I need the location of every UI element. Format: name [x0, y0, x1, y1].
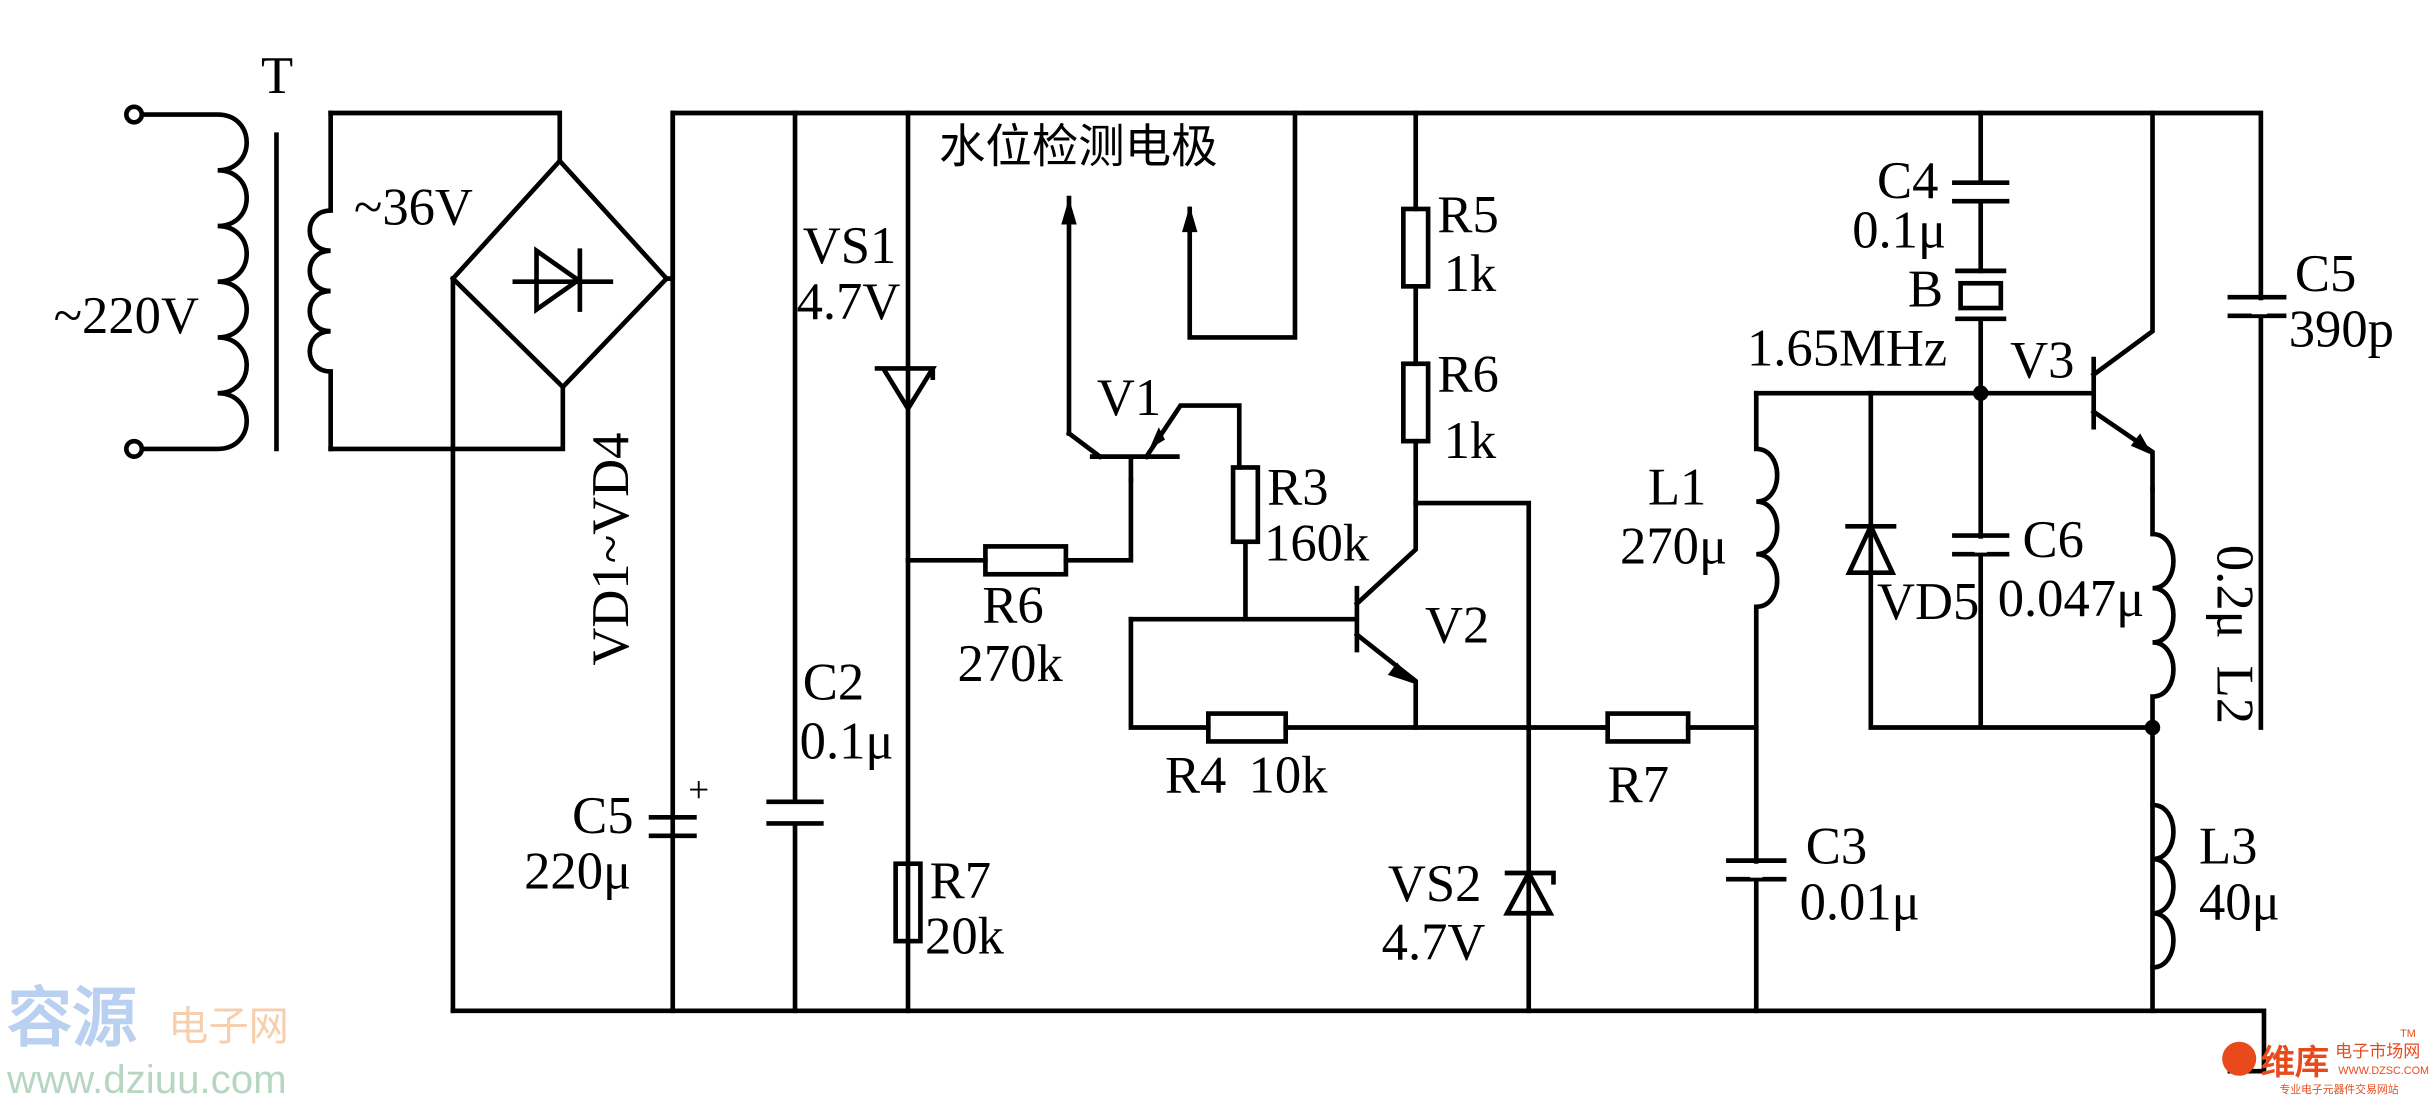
l2-value: 0.2μ — [2206, 545, 2264, 639]
diode-symbol-icon — [512, 246, 614, 315]
c6-value: 0.047μ — [1998, 570, 2145, 628]
r7-right-name: R7 — [1608, 756, 1669, 814]
water-level-electrode: 水位检测电极 — [939, 110, 1298, 436]
primary-coil — [139, 112, 249, 452]
polarity-plus: + — [688, 770, 709, 811]
watermark-right-tagline: 专业电子元器件交易网站 — [2279, 1082, 2398, 1096]
c4-value: 0.1μ — [1852, 202, 1946, 260]
c5-small-value: 390p — [2289, 301, 2394, 359]
crystal-b: B 1.65MHz — [1747, 260, 2007, 396]
l3-value: 40μ — [2199, 873, 2280, 931]
bridge-diamond — [449, 157, 670, 391]
v3-name: V3 — [2010, 332, 2074, 390]
capacitor-c6: C6 0.047μ — [1952, 511, 2145, 628]
transformer: T ~220V ~36V — [54, 47, 473, 459]
electrode-label: 水位检测电极 — [939, 120, 1218, 174]
watermark-left-brand: 容源 — [7, 981, 137, 1056]
r4-name: R4 — [1165, 747, 1226, 805]
watermark-right-suffix: 电子市场网 — [2335, 1042, 2420, 1062]
resistor-r3: R3 160k — [1230, 459, 1370, 622]
c2-name: C2 — [803, 654, 864, 712]
inductor-l2: 0.2μ L2 — [2144, 486, 2264, 1014]
l2-name: L2 — [2206, 666, 2264, 724]
bridge-rectifier: VD1~VD4 — [328, 110, 670, 1014]
watermark-right-url: WWW.DZSC.COM — [2338, 1065, 2429, 1077]
r5-value: 1k — [1444, 245, 1497, 303]
l1-value: 270μ — [1620, 517, 1727, 575]
c5-big-value: 220μ — [524, 842, 631, 900]
capacitor-c3: C3 0.01μ — [1726, 818, 1920, 931]
watermark-left: 容源 电子网 www.dziuu.com — [6, 981, 289, 1099]
vs1-name: VS1 — [803, 217, 897, 275]
resistor-r6-left: R6 270k — [905, 477, 1134, 693]
vs1-value: 4.7V — [797, 273, 901, 331]
l3-name: L3 — [2199, 818, 2257, 876]
ground-rail — [450, 1008, 2267, 1074]
c3-name: C3 — [1806, 818, 1867, 876]
r4-value: 10k — [1249, 747, 1329, 805]
transistor-v3: V3 — [2010, 110, 2155, 492]
inductor-l1: L1 270μ — [1620, 390, 1780, 1014]
resistor-r7-left: R7 20k — [893, 852, 1005, 965]
r3-value: 160k — [1264, 514, 1370, 572]
r6-right-name: R6 — [1437, 346, 1498, 404]
dzsc-logo-icon — [2222, 1041, 2257, 1076]
watermark-right-brand: 维库 — [2261, 1043, 2329, 1083]
capacitor-c4: C4 0.1μ — [1852, 110, 2010, 274]
transistor-v2: V2 — [1128, 500, 1606, 730]
r7-left-value: 20k — [925, 907, 1005, 965]
capacitor-c2: C2 0.1μ — [766, 110, 894, 1014]
r6-right-value: 1k — [1444, 412, 1497, 470]
vs2-value: 4.7V — [1382, 914, 1486, 972]
electrode-arrow-icon — [1181, 205, 1198, 233]
capacitor-c5-small: C5 390p — [2227, 245, 2394, 359]
diode-vd5: VD5 — [1845, 520, 1979, 631]
secondary-voltage-label: ~36V — [354, 178, 473, 236]
resistor-r4: R4 10k — [1165, 711, 1329, 805]
watermark-left-suffix: 电子网 — [168, 1004, 289, 1050]
b-value: 1.65MHz — [1747, 319, 1947, 377]
r6-left-name: R6 — [982, 576, 1043, 634]
c2-value: 0.1μ — [800, 712, 894, 770]
r3-name: R3 — [1267, 459, 1328, 517]
watermark-right: 维库 TM 电子市场网 WWW.DZSC.COM 专业电子元器件交易网站 — [2222, 1028, 2429, 1096]
r6-left-value: 270k — [958, 635, 1064, 693]
b-name: B — [1908, 260, 1943, 318]
v2-name: V2 — [1425, 596, 1489, 654]
inductor-l3: L3 40μ — [2150, 802, 2280, 970]
watermark-left-url: www.dziuu.com — [6, 1057, 287, 1099]
c4-name: C4 — [1877, 152, 1938, 210]
bridge-label: VD1~VD4 — [582, 433, 640, 666]
vs2-name: VS2 — [1388, 855, 1482, 913]
watermark-right-tm: TM — [2400, 1028, 2416, 1040]
transistor-v1: V1 — [1065, 369, 1242, 483]
c6-name: C6 — [2022, 511, 2083, 569]
zener-vs2: VS2 4.7V — [1382, 500, 1556, 1014]
c5-big-name: C5 — [572, 787, 633, 845]
transformer-label: T — [261, 47, 293, 105]
l1-name: L1 — [1648, 459, 1706, 517]
capacitor-c5-electrolytic: + C5 220μ — [524, 770, 709, 901]
vd5-name: VD5 — [1877, 573, 1979, 631]
resistor-r6-right: R6 1k — [1401, 346, 1499, 470]
primary-voltage-label: ~220V — [54, 287, 199, 345]
electrode-arrow-icon — [1061, 198, 1077, 225]
resistor-r5: R5 1k — [1401, 110, 1499, 506]
r7-left-name: R7 — [930, 852, 991, 910]
v1-name: V1 — [1097, 369, 1161, 427]
c5-small-name: C5 — [2295, 245, 2356, 303]
r5-name: R5 — [1437, 186, 1498, 244]
resistor-r7-right: R7 — [1600, 711, 1759, 814]
c3-value: 0.01μ — [1800, 873, 1920, 931]
secondary-coil — [307, 110, 333, 452]
